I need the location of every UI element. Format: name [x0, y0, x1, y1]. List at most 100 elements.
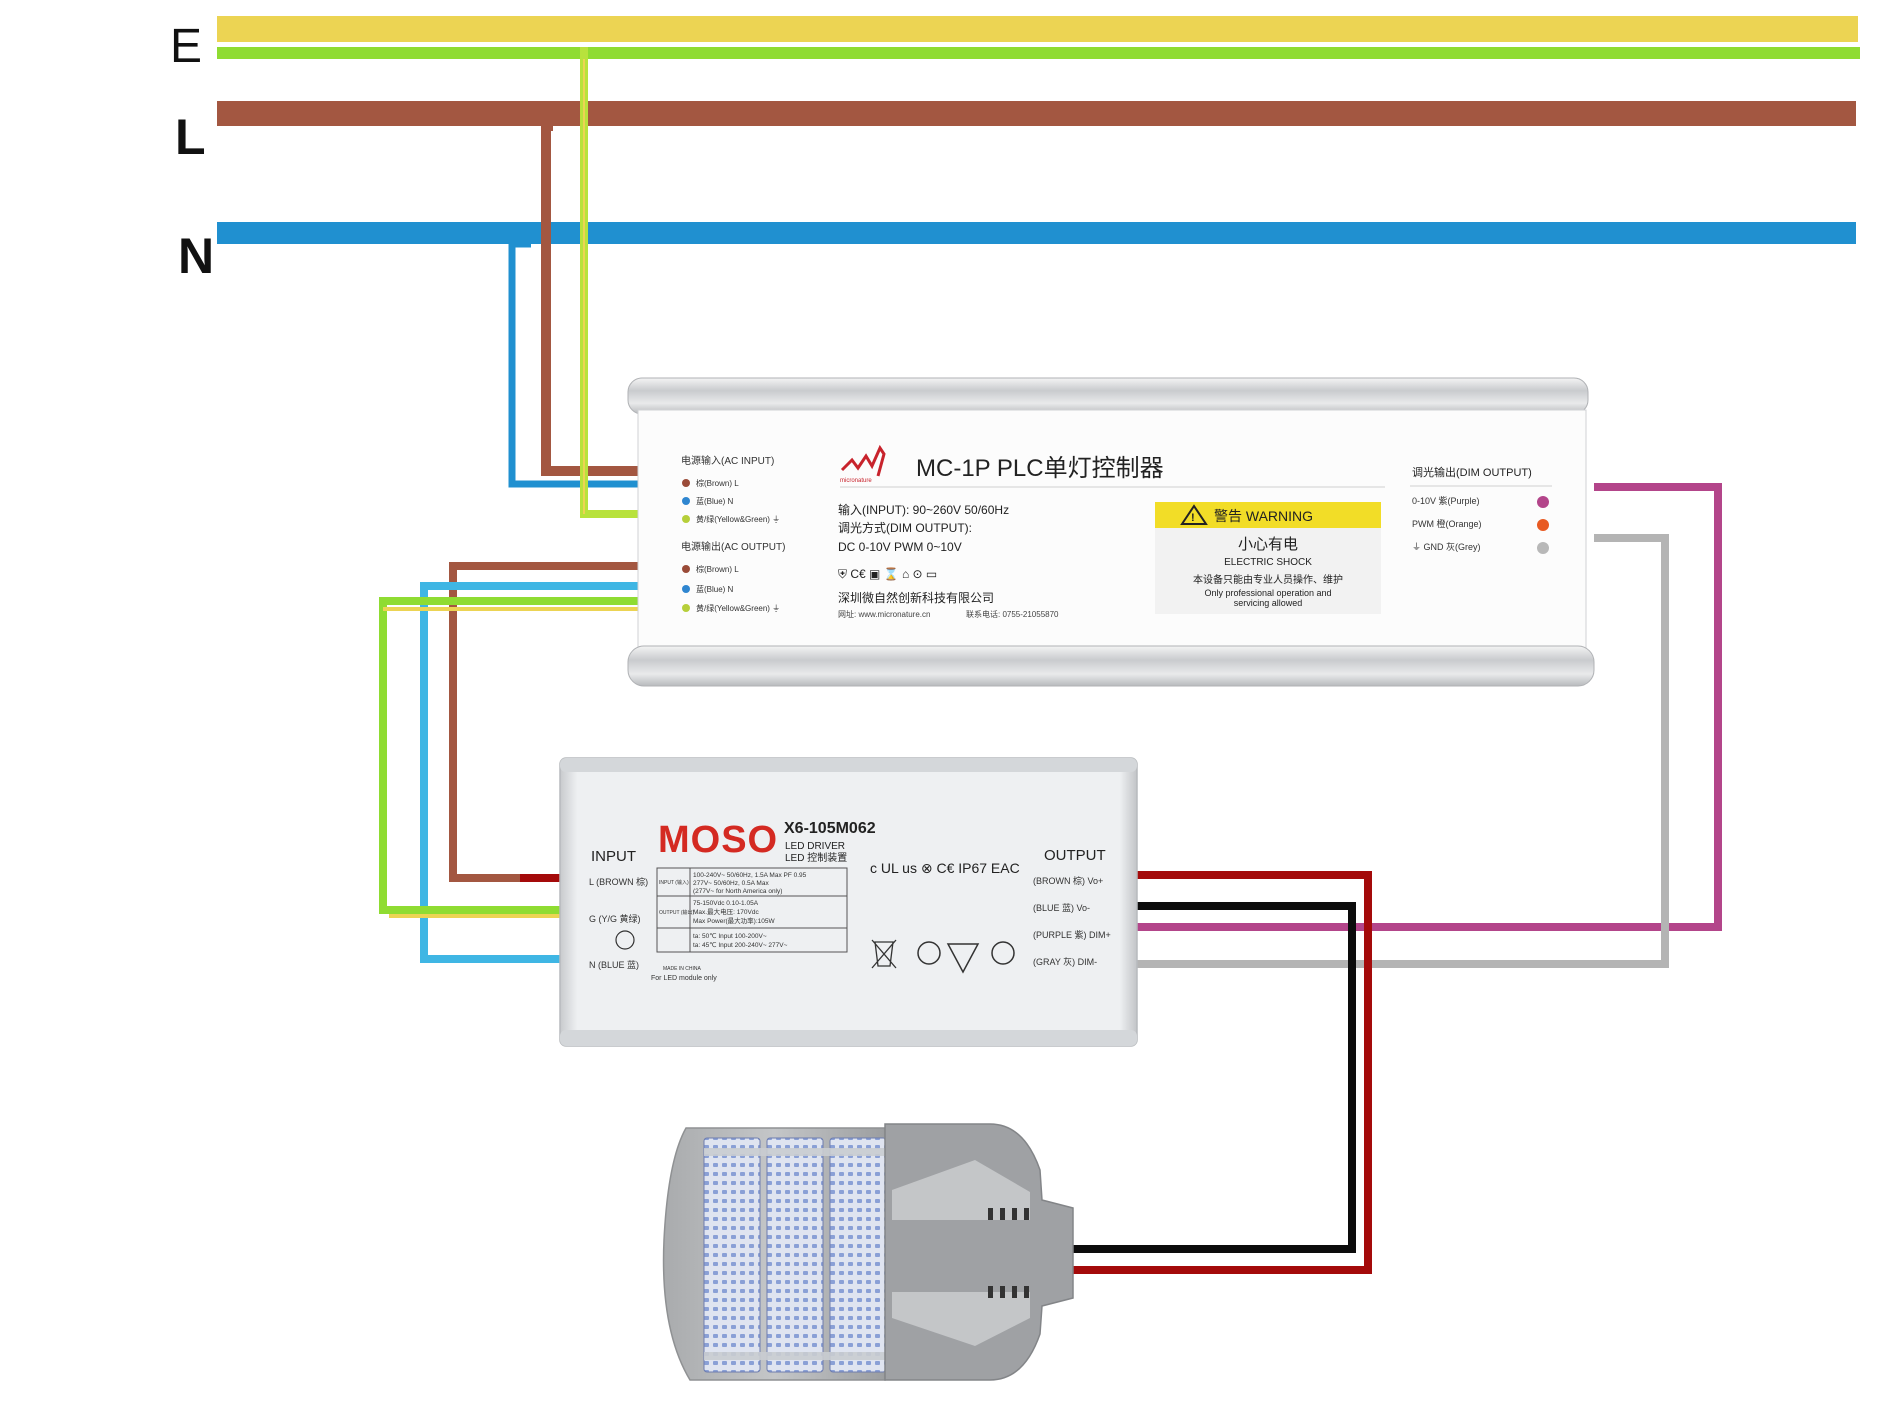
warning-title: 警告 WARNING: [1214, 508, 1313, 524]
driver-made-in: MADE IN CHINA: [663, 966, 701, 972]
spec-input-line-2: 277V~ 50/60Hz, 0.5A Max: [693, 880, 769, 887]
dim-purple-wire: [1137, 483, 1722, 931]
ac-output-pin-blue: 蓝(Blue) N: [696, 584, 734, 594]
ac-output-yg-dot: [682, 604, 690, 612]
earth-bus-green: [217, 47, 1860, 59]
controller-spec-dim-values: DC 0-10V PWM 0~10V: [838, 540, 962, 554]
driver-output-pin-vo-plus: (BROWN 棕) Vo+: [1033, 875, 1103, 886]
controller-phone: 联系电话: 0755-21055870: [966, 609, 1059, 619]
driver-input-pin-n: N (BLUE 蓝): [589, 959, 639, 970]
controller-spec-dim-mode: 调光方式(DIM OUTPUT):: [838, 520, 972, 535]
spec-input-line-3: (277V~ for North America only): [693, 888, 782, 895]
safety-triangle-icon: [946, 943, 980, 974]
driver-model: X6-105M062: [784, 820, 876, 837]
driver-output-pin-vo-minus: (BLUE 蓝) Vo-: [1033, 902, 1090, 913]
spec-temp-line-1: ta: 50℃ Input 100-200V~: [693, 932, 767, 940]
spec-input-label: INPUT (输入): [659, 879, 689, 886]
warning-note-en1: Only professional operation and: [1204, 588, 1331, 598]
live-drop-wire: [541, 121, 638, 476]
driver-safety-icons: [871, 939, 1015, 974]
ac-input-yg-dot: [682, 515, 690, 523]
dim-output-header: 调光输出(DIM OUTPUT): [1412, 465, 1532, 479]
controller-top-rail: [627, 377, 1589, 415]
dim-pin-gnd: ⏚ GND 灰(Grey): [1412, 541, 1481, 552]
controller-company: 深圳微自然创新科技有限公司: [838, 590, 994, 605]
dim-pin-purple-dot: [1537, 496, 1549, 508]
driver-input-pin-g: G (Y/G 黄绿): [589, 913, 641, 924]
controller-cert-marks: ⛨ C€ ▣ ⌛ ⌂ ⊙ ▭: [838, 567, 937, 581]
dim-pin-pwm: PWM 橙(Orange): [1412, 518, 1482, 529]
led-module-2: [766, 1137, 824, 1373]
live-bus: [217, 101, 1856, 126]
dim-pin-grey-dot: [1537, 542, 1549, 554]
driver-spec-table: [656, 867, 848, 953]
warning-en: ELECTRIC SHOCK: [1224, 557, 1312, 568]
driver-output-pin-dim-plus: (PURPLE 紫) DIM+: [1033, 930, 1111, 940]
neutral-bus-label: N: [178, 228, 214, 284]
warning-exclamation-icon: !: [1191, 512, 1195, 524]
spec-temp-line-2: ta: 45℃ Input 200-240V~ 277V~: [693, 941, 788, 949]
spec-output-label: OUTPUT (输出): [659, 909, 695, 916]
warning-triangle-icon: [1180, 504, 1208, 525]
plc-controller: 电源输入(AC INPUT) 棕(Brown) L 蓝(Blue) N 黄/绿(…: [627, 377, 1595, 687]
neutral-bus: [217, 222, 1856, 244]
driver-brand: MOSO: [658, 819, 778, 861]
controller-website: 网址: www.micronature.cn: [838, 609, 930, 619]
controller-to-driver-neutral: [420, 582, 638, 963]
ac-output-brown-dot: [682, 565, 690, 573]
ac-input-pin-blue: 蓝(Blue) N: [696, 496, 734, 506]
driver-input-pin-l: L (BROWN 棕): [589, 876, 648, 887]
driver-type-en: LED DRIVER: [785, 841, 845, 852]
dim-pin-0-10v: 0-10V 紫(Purple): [1412, 496, 1480, 506]
controller-body: [637, 409, 1587, 651]
lamp-heatsink-top: [892, 1160, 1030, 1220]
ac-input-pin-yg: 黄/绿(Yellow&Green) ⏚: [696, 514, 780, 524]
safety-circle-icon-2: [991, 941, 1015, 965]
spec-output-line-2: Max.最大电压: 170Vdc: [693, 907, 759, 916]
earth-bus-label: E: [170, 20, 202, 73]
led-street-light: [662, 1123, 1074, 1381]
lamp-heatsink-bottom: [892, 1292, 1030, 1346]
led-module-top-clip: [704, 1148, 886, 1156]
driver-top-edge: [560, 758, 1137, 772]
driver-output-header: OUTPUT: [1044, 847, 1106, 864]
dim-pin-orange-dot: [1537, 519, 1549, 531]
driver-for-led: For LED module only: [651, 975, 717, 982]
driver-cert-marks: c UL us ⊗ C€ IP67 EAC: [870, 860, 1020, 876]
spec-output-line-3: Max Power(最大功率):105W: [693, 916, 775, 925]
earth-bus-yellow: [217, 16, 1858, 42]
warning-cn: 小心有电: [1238, 536, 1298, 553]
warning-note-cn: 本设备只能由专业人员操作、维护: [1193, 573, 1343, 586]
spec-input-line-1: 100-240V~ 50/60Hz, 1.5A Max PF 0.95: [693, 872, 807, 879]
controller-to-driver-live: [449, 562, 638, 882]
output-red-wire: [1073, 871, 1372, 1274]
driver-bottom-edge: [560, 1030, 1137, 1046]
controller-to-driver-earth: [379, 597, 638, 914]
driver-output-pin-dim-minus: (GRAY 灰) DIM-: [1033, 956, 1097, 967]
led-module-3: [829, 1137, 887, 1373]
led-module-1: [703, 1137, 761, 1373]
controller-spec-input: 输入(INPUT): 90~260V 50/60Hz: [838, 502, 1009, 517]
ac-input-header: 电源输入(AC INPUT): [681, 454, 774, 467]
controller-bottom-rail: [627, 645, 1595, 687]
ac-output-pin-brown: 棕(Brown) L: [696, 564, 739, 574]
warning-note-en2: servicing allowed: [1234, 598, 1303, 608]
micronature-logo: micronature: [840, 444, 886, 484]
spec-output-line-1: 75-150Vdc 0.10-1.05A: [693, 900, 759, 907]
ac-output-header: 电源输出(AC OUTPUT): [681, 540, 785, 553]
lamp-vent-slots: [988, 1208, 1029, 1298]
led-module-bottom-clip: [704, 1352, 886, 1360]
ac-input-pin-brown: 棕(Brown) L: [696, 478, 739, 488]
driver-type-cn: LED 控制装置: [785, 851, 847, 864]
safety-circle-icon-1: [917, 941, 941, 965]
bin-crossed-icon: [871, 939, 897, 969]
ground-icon: [615, 930, 635, 950]
ac-input-brown-dot: [682, 479, 690, 487]
driver-input-header: INPUT: [591, 848, 636, 865]
output-black-wire: [1073, 902, 1356, 1253]
led-driver: MOSO X6-105M062 LED DRIVER LED 控制装置 c UL…: [559, 757, 1138, 1047]
driver-body: [559, 757, 1138, 1047]
micronature-logo-text: micronature: [840, 478, 872, 484]
ac-output-pin-yg: 黄/绿(Yellow&Green) ⏚: [696, 603, 780, 613]
